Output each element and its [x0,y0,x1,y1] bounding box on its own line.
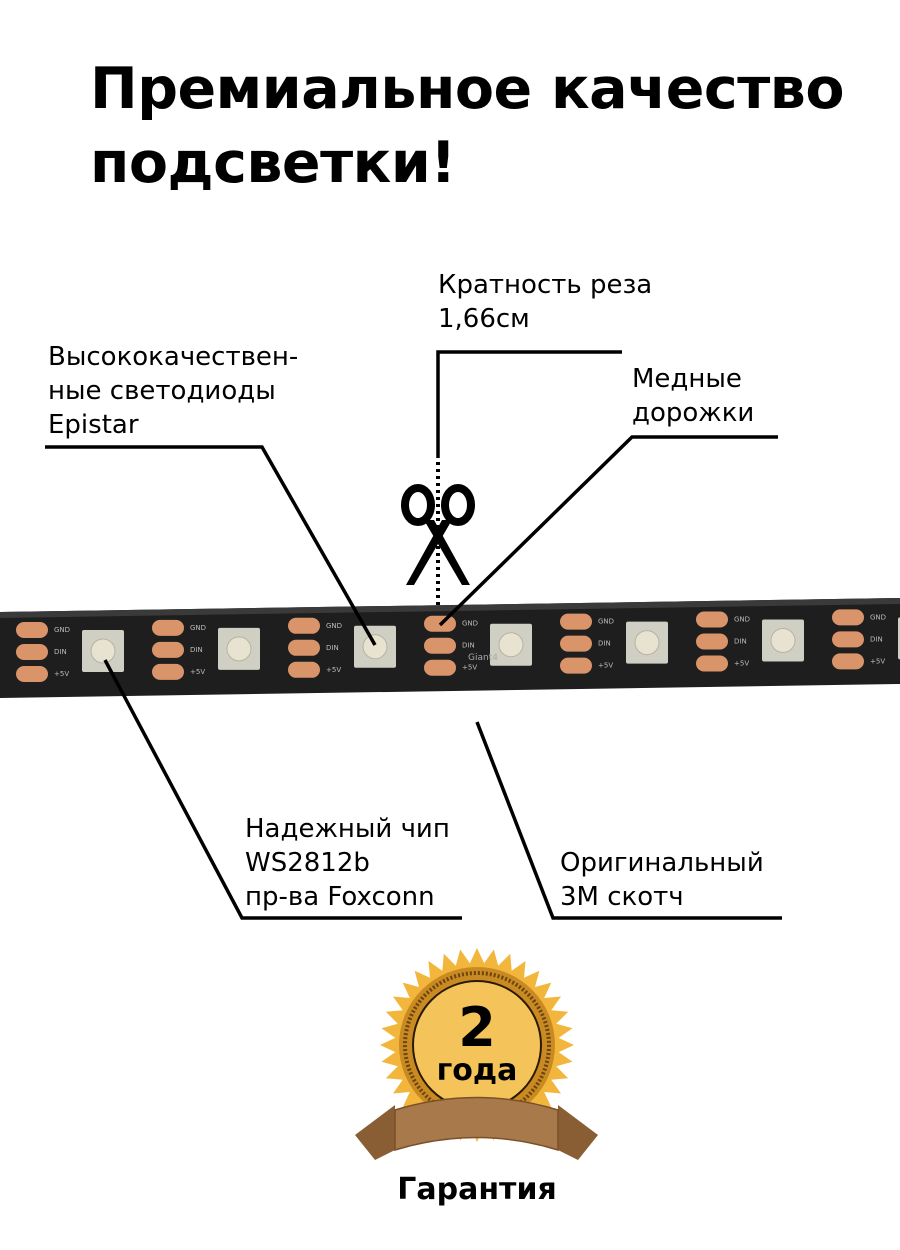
callout-text: WS2812b [245,848,370,878]
copper-pad [696,611,728,628]
badge-unit: года [436,1053,518,1088]
callout-text: 3М скотч [560,882,684,912]
callout-text: Высококачествен- [48,342,299,372]
callout-lines [45,350,782,920]
copper-pad [424,637,456,654]
callout-text: пр-ва Foxconn [245,882,435,912]
callout-text: дорожки [632,398,755,428]
pad-label: +5V [870,657,885,665]
pad-label: +5V [326,666,341,674]
pad-label: +5V [462,664,477,672]
pad-label: DIN [54,648,67,656]
pad-label: GND [734,616,750,624]
led-lens [90,638,116,664]
pad-label: GND [54,626,70,634]
pad-label: +5V [734,660,749,668]
copper-pad [696,633,728,650]
pad-label: +5V [190,668,205,676]
warranty-badge-icon [355,948,598,1160]
copper-pad [16,644,48,660]
callout-copper-traces: Медные дорожки [632,362,754,430]
copper-pad [696,655,728,672]
copper-pad [288,661,320,678]
copper-pad [560,635,592,652]
strip-brand: Giant4 [468,653,498,663]
led-lens [634,630,660,656]
pad-label: GND [462,620,478,628]
copper-pad [832,631,864,648]
pad-label: DIN [462,642,475,650]
callout-text: Медные [632,364,742,394]
callout-text: Оригинальный [560,848,764,878]
page-title: Премиальное качество подсветки! [90,52,845,200]
copper-pad [288,617,320,634]
copper-pad [832,609,864,626]
copper-pad [16,622,48,638]
callout-leds: Высококачествен- ные светодиоды Epistar [48,340,298,442]
badge-number: 2 [458,996,496,1059]
copper-pad [288,639,320,656]
callout-tape: Оригинальный 3М скотч [560,846,764,914]
led-lens [498,632,524,658]
led-lens [770,628,796,653]
copper-pad [152,641,184,658]
pad-label: GND [598,618,614,626]
led-lens [362,634,388,660]
copper-pad [16,666,48,682]
pad-label: DIN [326,644,339,652]
callout-text: 1,66см [438,304,530,334]
pad-label: +5V [54,670,69,678]
led-strip: GND DIN +5V GND DIN +5V GND DIN +5V GND DIN +5V GND D… [0,598,900,698]
copper-pad [152,663,184,680]
scissors-icon [401,484,475,585]
pad-label: DIN [734,638,747,646]
copper-pad [152,619,184,636]
callout-chip: Надежный чип WS2812b пр-ва Foxconn [245,812,450,914]
callout-text: ные светодиоды [48,376,276,406]
copper-pad [424,659,456,676]
pad-label: GND [190,624,206,632]
title-line-1: Премиальное качество [90,56,845,122]
callout-cut-multiplicity: Кратность реза 1,66см [438,268,652,336]
title-line-2: подсветки! [90,130,456,196]
pad-label: GND [326,622,342,630]
callout-text: Кратность реза [438,270,653,300]
callout-text: Epistar [48,410,139,440]
callout-text: Надежный чип [245,814,450,844]
badge-caption: Гарантия [397,1172,557,1207]
copper-pad [560,613,592,630]
pad-label: DIN [598,640,611,648]
pad-label: +5V [598,662,613,670]
pad-label: DIN [190,646,203,654]
copper-pad [832,653,864,670]
copper-pad [560,657,592,674]
pad-label: GND [870,613,886,621]
led-lens [226,636,252,662]
pad-label: DIN [870,635,883,643]
